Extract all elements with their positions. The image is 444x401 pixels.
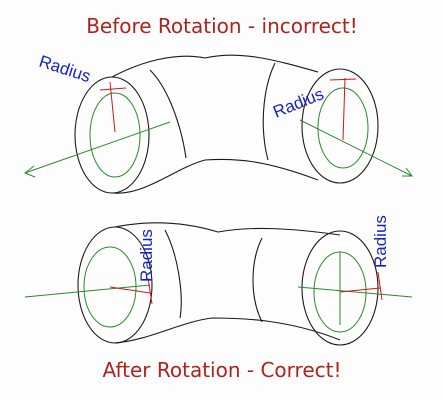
left-radius-line bbox=[109, 81, 116, 133]
elbow-before bbox=[74, 54, 379, 194]
seam-left-after bbox=[164, 229, 182, 319]
radius-label-before-right: Radius bbox=[270, 84, 326, 121]
before-radius-lines bbox=[99, 77, 357, 141]
body-bottom-after bbox=[114, 317, 341, 344]
body-bottom bbox=[111, 158, 319, 194]
right-axis-line-after bbox=[297, 286, 413, 298]
after-radius-lines bbox=[109, 271, 383, 305]
right-radius-line bbox=[342, 77, 346, 141]
right-outer-end bbox=[301, 68, 379, 184]
seam-left bbox=[149, 69, 187, 159]
right-inner-circle bbox=[317, 87, 369, 169]
right-axis-arrow bbox=[402, 167, 413, 177]
radius-label-after-right: Radius bbox=[371, 215, 390, 268]
left-axis-line-after bbox=[24, 284, 151, 298]
before-inner bbox=[24, 87, 413, 178]
title-before: Before Rotation - incorrect! bbox=[86, 14, 358, 38]
body-top bbox=[111, 54, 319, 78]
after-inner bbox=[24, 246, 413, 333]
right-axis-line bbox=[299, 119, 413, 177]
right-radius-tick bbox=[329, 78, 357, 81]
elbow-after bbox=[77, 222, 379, 346]
left-axis-arrow bbox=[24, 165, 36, 178]
left-inner-circle bbox=[89, 92, 141, 178]
radius-label-after-left: Radius bbox=[137, 229, 156, 282]
left-axis-line bbox=[24, 121, 171, 174]
seam-right-after bbox=[252, 237, 263, 323]
title-after: After Rotation - Correct! bbox=[102, 358, 342, 382]
body-top-after bbox=[114, 222, 341, 236]
left-radius-line-after bbox=[109, 286, 151, 294]
left-inner-circle-after bbox=[83, 246, 137, 328]
seam-right bbox=[262, 62, 276, 161]
right-radius-line-after bbox=[339, 287, 381, 293]
radius-label-before-left: Radius bbox=[37, 52, 93, 86]
left-outer-end bbox=[74, 76, 150, 194]
left-radius-tick-after bbox=[147, 277, 153, 305]
right-radius-tick-after bbox=[377, 271, 383, 301]
left-radius-tick bbox=[99, 87, 127, 91]
